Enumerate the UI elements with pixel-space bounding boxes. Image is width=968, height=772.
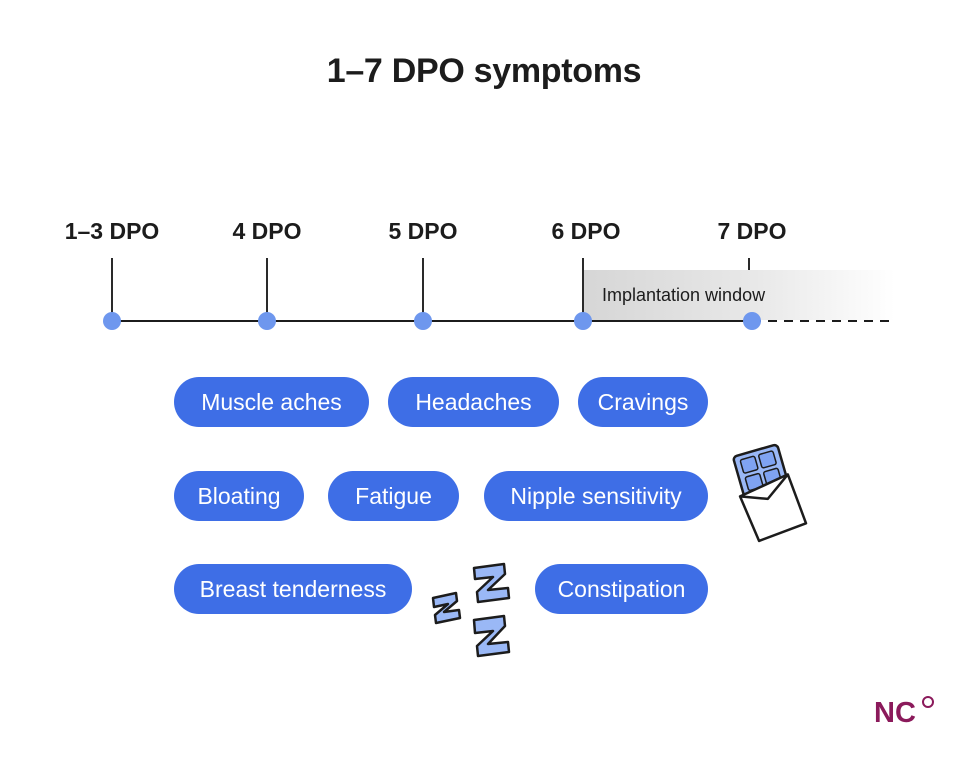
dot-5: [414, 312, 432, 330]
symptom-headaches: Headaches: [388, 377, 559, 427]
page-title: 1–7 DPO symptoms: [326, 52, 642, 90]
tick-5: [422, 258, 424, 322]
symptom-fatigue: Fatigue: [328, 471, 459, 521]
dot-1-3: [103, 312, 121, 330]
symptom-breast-tenderness: Breast tenderness: [174, 564, 412, 614]
implantation-window-label: Implantation window: [602, 285, 766, 305]
day-label-1-3: 1–3 DPO: [64, 218, 160, 244]
day-label-4: 4 DPO: [232, 218, 302, 244]
implantation-window-band: [583, 270, 895, 320]
symptom-constipation: Constipation: [535, 564, 708, 614]
symptom-cravings: Cravings: [578, 377, 708, 427]
timeline-axis-continuation: [752, 320, 894, 322]
dpo-timeline: Implantation window 1–3 DPO 4 DPO 5 DPO …: [0, 0, 968, 360]
tick-1-3: [111, 258, 113, 322]
dot-6: [574, 312, 592, 330]
tick-6: [582, 258, 584, 322]
timeline-axis: [112, 320, 752, 322]
tick-7: [748, 258, 750, 270]
dot-7: [743, 312, 761, 330]
day-label-6: 6 DPO: [551, 218, 621, 244]
symptom-nipple-sensitivity: Nipple sensitivity: [484, 471, 708, 521]
day-label-7: 7 DPO: [717, 218, 787, 244]
tick-4: [266, 258, 268, 322]
nc-logo-ring: [922, 696, 934, 708]
symptom-muscle-aches: Muscle aches: [174, 377, 369, 427]
nc-logo: NC: [874, 697, 916, 729]
dot-4: [258, 312, 276, 330]
sleep-zzz-icon: [431, 562, 511, 658]
day-label-5: 5 DPO: [388, 218, 458, 244]
chocolate-bar-icon: [732, 443, 808, 543]
symptom-bloating: Bloating: [174, 471, 304, 521]
